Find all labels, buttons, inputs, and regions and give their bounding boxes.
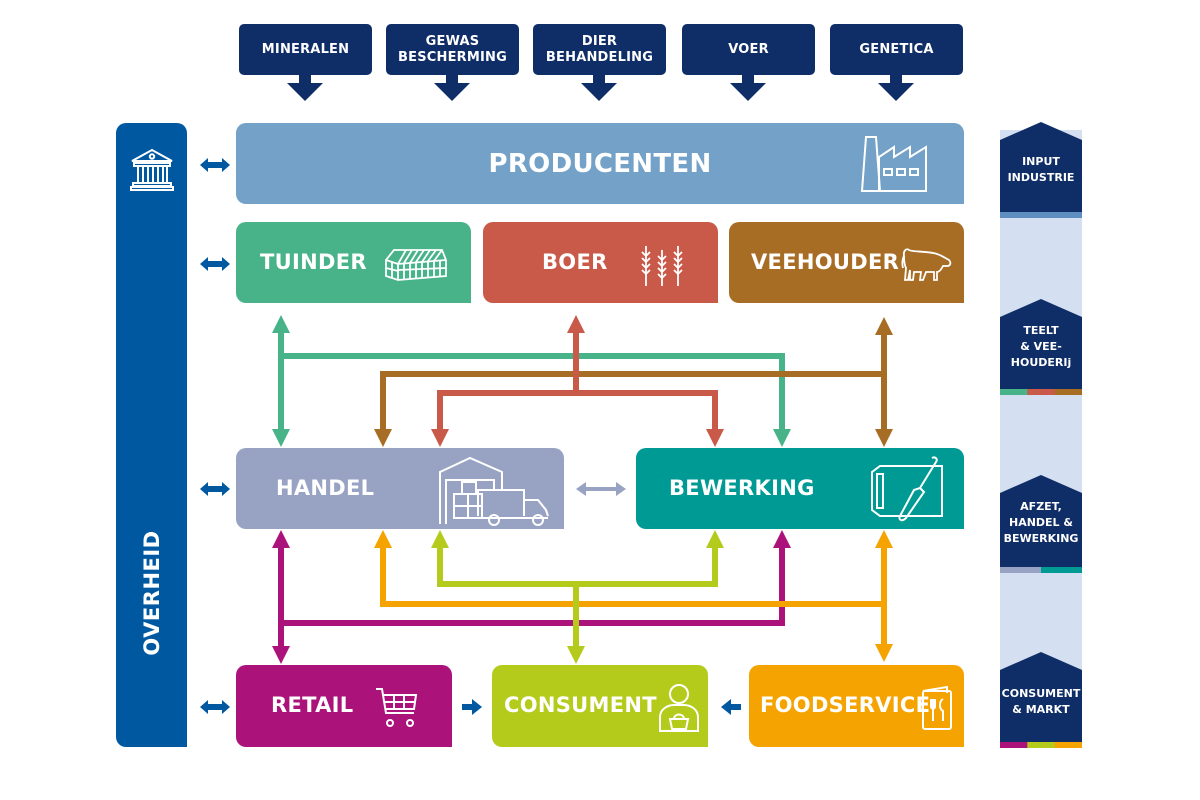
- producenten-label: PRODUCENTEN: [488, 149, 712, 179]
- handel-box[interactable]: HANDEL: [236, 448, 564, 529]
- overheid-bar[interactable]: OVERHEID: [116, 123, 187, 747]
- stage-0[interactable]: INPUT INDUSTRIE: [1000, 122, 1082, 218]
- stage-2[interactable]: AFZET, HANDEL & BEWERKING: [1000, 475, 1082, 573]
- input-box-4[interactable]: GENETICA: [830, 24, 963, 75]
- tuinder-box[interactable]: TUINDER: [236, 222, 471, 303]
- input-box-3[interactable]: VOER: [682, 24, 815, 75]
- stage-label: AFZET, HANDEL & BEWERKING: [1003, 500, 1079, 545]
- consument-connector: [431, 530, 724, 587]
- stage-arrow-shape: [1000, 299, 1082, 395]
- stage-label: INPUT INDUSTRIE: [1007, 155, 1075, 184]
- overheid-producenten-arrow: [200, 158, 230, 172]
- tuinder-label: TUINDER: [260, 250, 367, 274]
- retail-box[interactable]: RETAIL: [236, 665, 452, 747]
- input-label: DIER BEHANDELING: [545, 33, 654, 65]
- input-box-0[interactable]: MINERALEN: [239, 24, 372, 75]
- down-arrow-icon: [730, 75, 766, 101]
- input-box-1[interactable]: GEWAS BESCHERMING: [386, 24, 519, 75]
- consument-label: CONSUMENT: [504, 693, 657, 717]
- foodservice-label: FOODSERVICE: [760, 693, 931, 717]
- wheat-icon: [641, 246, 683, 286]
- person-basket-icon: [659, 684, 699, 732]
- down-arrow-icon: [581, 75, 617, 101]
- government-building-icon: [130, 148, 174, 191]
- consument-box[interactable]: CONSUMENT: [492, 665, 708, 747]
- input-label: VOER: [728, 41, 769, 57]
- input-label: GENETICA: [859, 41, 934, 57]
- overheid-handel-arrow: [200, 482, 230, 496]
- shopping-cart-icon: [376, 688, 418, 727]
- input-box-2[interactable]: DIER BEHANDELING: [533, 24, 666, 75]
- handel-bewerking-arrow: [576, 482, 626, 496]
- overheid-retail-arrow: [200, 700, 230, 714]
- stage-strip: [1000, 130, 1082, 747]
- down-arrow-icon: [434, 75, 470, 101]
- cutting-board-knife-icon: [871, 456, 943, 522]
- down-arrow-icon: [878, 75, 914, 101]
- stage-arrow-shape: [1000, 652, 1082, 748]
- input-label: MINERALEN: [261, 41, 350, 57]
- stage-1[interactable]: TEELT & VEE- HOUDERIj: [1000, 299, 1082, 395]
- stage-arrow-shape: [1000, 122, 1082, 218]
- bewerking-box[interactable]: BEWERKING: [636, 448, 964, 529]
- boer-box[interactable]: BOER: [483, 222, 718, 303]
- foodservice-box[interactable]: FOODSERVICE: [749, 665, 964, 747]
- down-arrow-icon: [287, 75, 323, 101]
- cow-icon: [901, 248, 952, 281]
- retail-consument-arrow: [462, 699, 482, 715]
- boer-label: BOER: [542, 250, 608, 274]
- stage-arrow-shape: [1000, 475, 1082, 573]
- handel-label: HANDEL: [276, 476, 375, 500]
- veehouder-label: VEEHOUDER: [751, 250, 900, 274]
- bewerking-label: BEWERKING: [669, 476, 815, 500]
- stage-label: CONSUMENT & MARKT: [1001, 687, 1081, 716]
- retail-label: RETAIL: [271, 693, 354, 717]
- foodservice-consument-arrow: [721, 699, 741, 715]
- greenhouse-icon: [385, 249, 447, 281]
- menu-cutlery-icon: [922, 685, 952, 730]
- warehouse-truck-icon: [439, 456, 549, 526]
- overheid-teelt-arrow: [200, 257, 230, 271]
- stage-3[interactable]: CONSUMENT & MARKT: [1000, 652, 1082, 748]
- producenten-box[interactable]: PRODUCENTEN: [236, 123, 964, 204]
- stage-label: TEELT & VEE- HOUDERIj: [1010, 324, 1072, 369]
- input-label: GEWAS BESCHERMING: [398, 33, 507, 65]
- factory-icon: [860, 136, 927, 192]
- veehouder-box[interactable]: VEEHOUDER: [729, 222, 964, 303]
